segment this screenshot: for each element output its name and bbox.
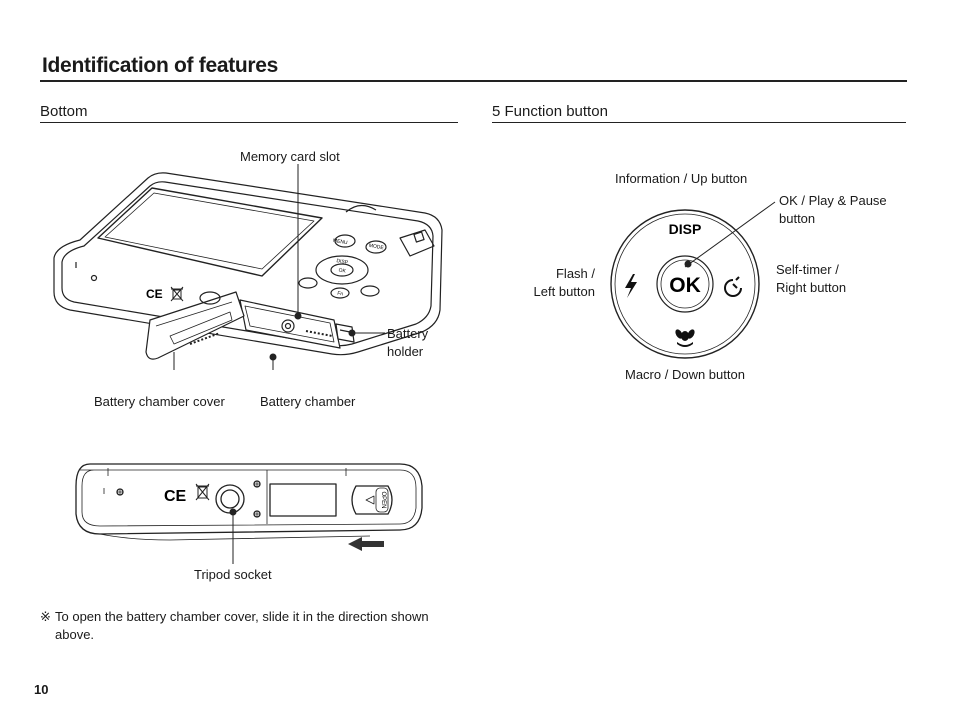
- battery-chamber-cover-label: Battery chamber cover: [94, 394, 225, 409]
- memory-card-slot-dot: [294, 312, 302, 320]
- dial-ok-label: OK: [669, 274, 701, 297]
- weee-bin-flat-icon: [195, 483, 210, 501]
- up-button-label: Information / Up button: [615, 171, 748, 186]
- weee-bin-icon: [170, 286, 184, 302]
- memory-card-slot-label: Memory card slot: [240, 149, 340, 164]
- left-button-label: Flash / Left button: [533, 266, 595, 299]
- mode-mark: MODE: [368, 243, 384, 252]
- tripod-socket-label: Tripod socket: [194, 567, 272, 582]
- open-mark: OPEN: [380, 491, 386, 508]
- camera-bottom-flat-illustration: CE OPEN: [75, 463, 423, 564]
- dial-disp-label: DISP: [669, 221, 702, 237]
- battery-cover-note: ※ To open the battery chamber cover, sli…: [40, 608, 450, 644]
- slide-arrow-icon: [348, 537, 384, 551]
- macro-icon: [675, 329, 695, 347]
- battery-chamber-dot: [269, 353, 277, 361]
- battery-chamber-label: Battery chamber: [260, 394, 356, 409]
- down-button-label: Macro / Down button: [625, 367, 745, 382]
- tripod-socket-dot: [229, 508, 237, 516]
- battery-holder-dot: [348, 329, 356, 337]
- fn-mark: Fn: [337, 291, 344, 298]
- page-title: Identification of features: [42, 54, 279, 77]
- ce-mark-icon: CE: [146, 287, 163, 301]
- self-timer-icon: [724, 276, 742, 297]
- note-symbol: ※: [40, 609, 51, 624]
- battery-holder-label: Battery holder: [387, 326, 429, 359]
- ok-button-label: OK / Play & Pause button: [779, 193, 887, 226]
- camera-bottom-open-illustration: MENU MODE DISP OK Fn CE: [53, 164, 443, 370]
- menu-mark: MENU: [332, 238, 348, 247]
- function-section-title: 5 Function button: [492, 103, 608, 120]
- bottom-section-title: Bottom: [40, 103, 88, 120]
- five-function-dial-illustration: DISP OK: [610, 201, 776, 359]
- function-section-rule: [492, 122, 906, 123]
- ok-button-dot: [684, 260, 692, 268]
- page-number: 10: [34, 682, 49, 697]
- dial-disp-mark: DISP: [336, 258, 349, 266]
- note-text: To open the battery chamber cover, slide…: [55, 609, 429, 642]
- dial-ok-mark: OK: [338, 267, 347, 274]
- title-rule: [40, 80, 907, 82]
- bottom-section-rule: [40, 122, 458, 123]
- flash-icon: [625, 274, 637, 298]
- right-button-label: Self-timer / Right button: [776, 262, 847, 295]
- ce-mark-flat-icon: CE: [164, 488, 187, 505]
